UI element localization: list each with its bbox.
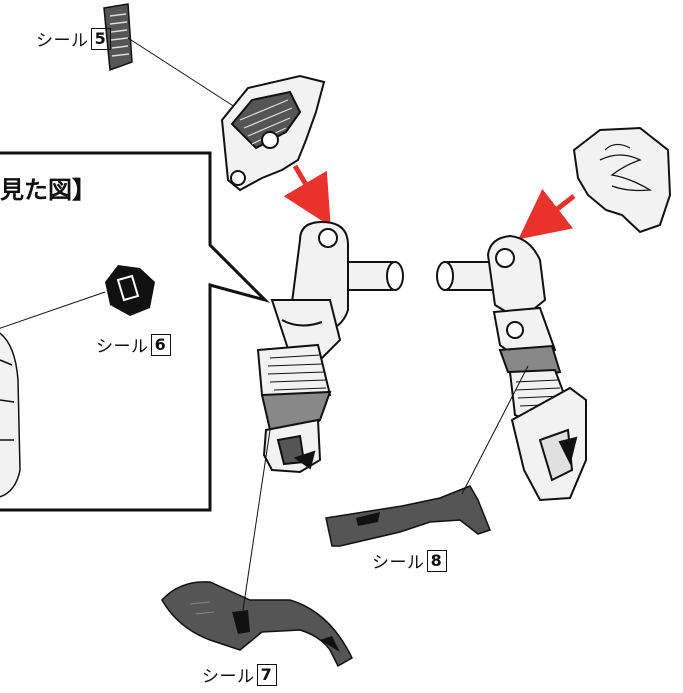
sticker-7-leader (242, 429, 271, 611)
callout-box (0, 151, 271, 512)
sticker-8-text: シール (372, 553, 425, 573)
sticker-7-text: シール (202, 667, 255, 687)
sticker-6-text: シール (96, 337, 149, 357)
shoulder-armor-part (220, 74, 326, 192)
sticker-5-text: シール (36, 31, 89, 51)
attach-arrow-right (518, 188, 576, 240)
sticker-7-shape (161, 581, 353, 668)
sticker-6-shape (105, 265, 155, 316)
callout-title: 見た図】 (0, 176, 96, 204)
sticker-5-label: シール 5 (36, 26, 111, 51)
sticker-8-leader (461, 365, 529, 495)
sticker-6-leader (0, 291, 106, 329)
sticker-7-number: 7 (256, 663, 277, 686)
sticker-5-number: 5 (90, 27, 111, 50)
sticker-8-number: 8 (426, 549, 447, 572)
sticker-5-shape (103, 3, 133, 72)
callout-partial-figure (0, 332, 21, 498)
sticker-5-leader (127, 37, 253, 119)
sticker-7-label: シール 7 (202, 662, 277, 687)
right-leg-assembly (436, 234, 587, 502)
sticker-6-label: シール 6 (96, 332, 171, 357)
sticker-8-label: シール 8 (372, 548, 447, 573)
left-leg-assembly (256, 220, 404, 474)
attach-arrow-left (283, 164, 331, 227)
sticker-6-number: 6 (150, 333, 171, 356)
shoulder-plate-part (572, 126, 672, 234)
sticker-8-shape (325, 485, 491, 547)
